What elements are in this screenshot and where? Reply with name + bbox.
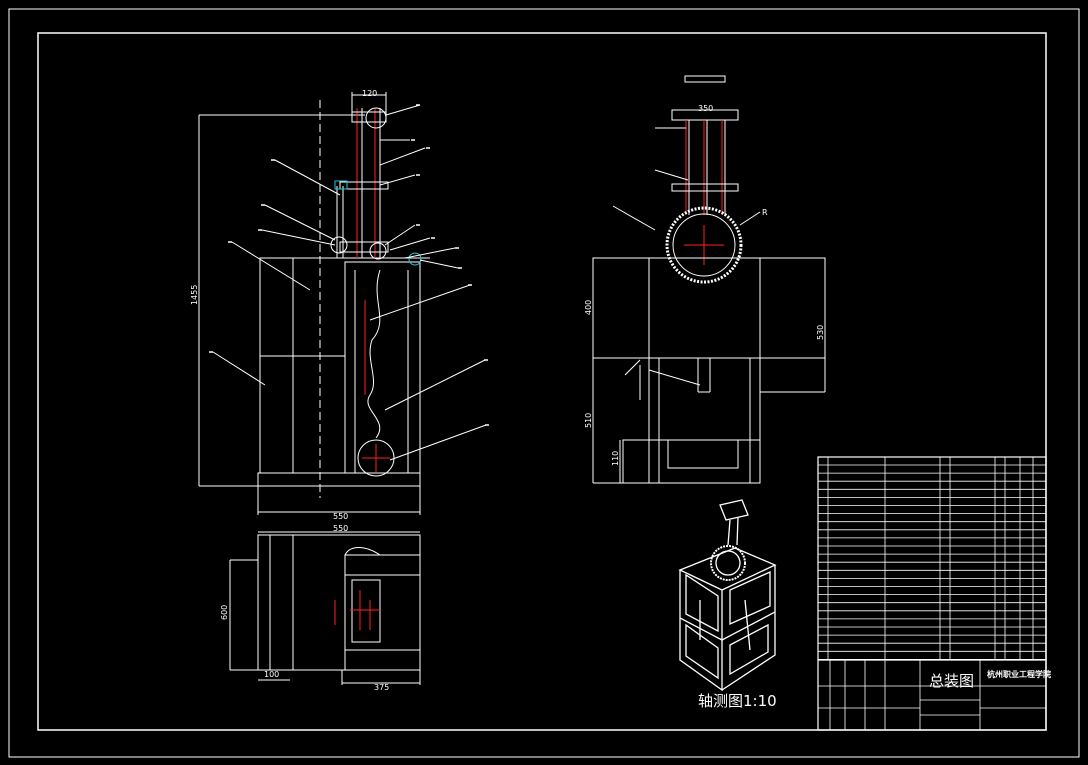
dim-plan-offset: 100 [264, 670, 279, 679]
inner-frame [37, 32, 1047, 731]
dim-side-base-h: 110 [611, 451, 620, 466]
company-name: 杭州职业工程学院 [987, 669, 1051, 679]
side-view [592, 75, 826, 484]
axonometric-label: 轴测图1:10 [698, 692, 777, 710]
dim-plan-inner: 375 [374, 683, 389, 692]
dim-top-width: 120 [362, 89, 377, 98]
front-view [198, 92, 489, 515]
dim-side-lower-h: 510 [584, 413, 593, 428]
outer-frame [8, 8, 1080, 758]
drawing-name: 总装图 [929, 672, 974, 690]
dim-side-top-width: 350 [698, 104, 713, 113]
plan-view [229, 531, 421, 685]
dim-plan-depth: 600 [220, 605, 229, 620]
dim-side-radius: R [762, 208, 768, 217]
dim-plan-width: 550 [333, 524, 348, 533]
parts-list [817, 456, 1047, 731]
dim-height-total: 1455 [190, 285, 199, 305]
dim-front-width: 550 [333, 512, 348, 521]
axonometric-view [678, 499, 777, 692]
dim-side-upper-h: 400 [584, 300, 593, 315]
dim-side-total-h: 530 [816, 325, 825, 340]
